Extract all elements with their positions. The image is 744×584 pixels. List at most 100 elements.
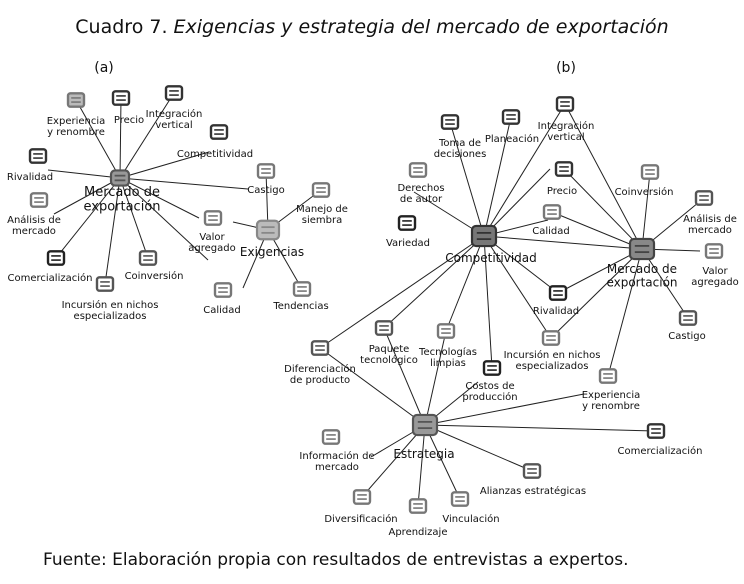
node-box-icon — [374, 320, 394, 336]
node-label: Coinversión — [125, 270, 184, 282]
node-label: Exigencias — [240, 245, 304, 259]
node-box-icon — [628, 237, 656, 261]
node-box-icon — [470, 224, 498, 248]
node-label: Coinversión — [615, 186, 674, 198]
node-box-icon — [66, 92, 86, 108]
node-box-icon — [292, 281, 312, 297]
edge-a-hub_mercado-to-competitividad — [119, 151, 210, 179]
panel-b-node-vinculacion: Vinculación — [442, 491, 500, 525]
node-label: Comercialización — [8, 272, 93, 284]
node-label: Estrategia — [393, 447, 454, 461]
node-box-icon — [138, 250, 158, 266]
panel-b-node-castigo: Castigo — [668, 310, 706, 342]
node-label: Castigo — [668, 331, 706, 342]
edge-b-hub_competitividad-to-hub_mercado — [483, 235, 643, 250]
node-box-icon — [95, 276, 115, 292]
panel-b-node-calidad: Calidad — [532, 204, 570, 237]
edge-b-hub_competitividad-to-tecnologias — [445, 235, 485, 332]
edge-b-hub_mercado-to-experiencia — [607, 248, 643, 377]
node-box-icon — [109, 169, 131, 187]
panel-a-node-competitividad: Competitividad — [177, 124, 253, 160]
panel-b-node-hub-estrategia: Estrategia — [393, 413, 455, 461]
panel-b-node-hub-competitividad: Competitividad — [445, 224, 537, 265]
node-box-icon — [209, 124, 229, 140]
panel-b-node-comercializacion: Comercialización — [618, 423, 702, 457]
panel-b-node-planeacion: Planeación — [485, 109, 539, 145]
title-main: Exigencias y estrategia del mercado de e… — [173, 16, 669, 38]
node-box-icon — [554, 161, 574, 177]
panel-a-node-castigo: Castigo — [247, 163, 285, 196]
edge-b-hub_estrategia-to-comercializacion — [424, 424, 657, 432]
node-box-icon — [704, 243, 724, 259]
node-box-icon — [555, 96, 575, 112]
source-note: Fuente: Elaboración propia con resultado… — [43, 550, 629, 570]
node-box-icon — [310, 340, 330, 356]
panel-b-node-alianzas: Alianzas estratégicas — [480, 463, 586, 497]
panel-b-node-coinversion: Coinversión — [615, 164, 674, 198]
node-label: Rivalidad — [533, 306, 579, 317]
edge-b-hub_mercado-to-coinversion — [641, 171, 651, 250]
node-label: Competitividad — [177, 149, 253, 160]
edge-b-hub_estrategia-to-diversificacion — [361, 424, 426, 498]
node-box-icon — [29, 192, 49, 208]
node-box-icon — [255, 219, 281, 241]
node-label: Planeación — [485, 133, 539, 145]
edge-b-hub_competitividad-to-incursion — [483, 235, 552, 339]
node-label: Calidad — [203, 305, 241, 316]
node-label: Vinculación — [442, 513, 499, 525]
edge-b-hub_competitividad-to-diferenciacion — [319, 235, 485, 349]
node-box-icon — [352, 489, 372, 505]
edges — [47, 92, 705, 507]
node-box-icon — [678, 310, 698, 326]
edge-b-hub_estrategia-to-alianzas — [424, 424, 533, 472]
panel-b-node-aprendizaje: Aprendizaje — [388, 498, 448, 538]
panel-a-node-coinversion: Coinversión — [125, 250, 184, 282]
node-box-icon — [440, 114, 460, 130]
edge-b-hub_mercado-to-precio — [563, 168, 643, 250]
node-box-icon — [408, 162, 428, 178]
edge-b-hub_estrategia-to-aprendizaje — [417, 424, 426, 507]
edge-b-hub_competitividad-to-paquete — [383, 235, 485, 329]
node-box-icon — [646, 423, 666, 439]
panel-b-label: (b) — [556, 60, 576, 76]
panel-a-label: (a) — [94, 60, 114, 76]
panel-a-node-rivalidad: Rivalidad — [7, 148, 53, 183]
edge-a-hub_mercado-to-experiencia — [75, 99, 121, 179]
node-box-icon — [46, 250, 66, 266]
node-box-icon — [541, 330, 561, 346]
node-box-icon — [311, 182, 331, 198]
node-box-icon — [542, 204, 562, 220]
panel-a-node-comercializacion: Comercialización — [8, 250, 93, 284]
edge-b-hub_mercado-to-integracion — [564, 103, 643, 250]
edge-b-hub_mercado-to-rivalidad — [557, 248, 643, 294]
figure-title: Cuadro 7. Exigencias y estrategia del me… — [0, 16, 744, 38]
node-box-icon — [501, 109, 521, 125]
edge-b-hub_competitividad-to-integracion — [483, 103, 566, 237]
node-box-icon — [411, 413, 439, 437]
